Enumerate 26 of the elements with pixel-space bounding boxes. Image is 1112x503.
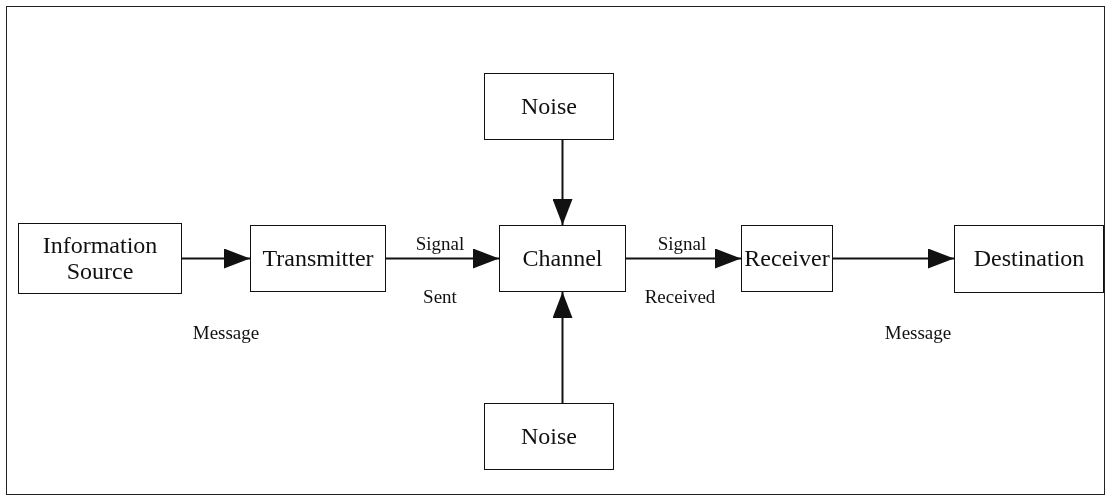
signal-label: Sent xyxy=(423,286,457,308)
arrow xyxy=(832,248,955,269)
signal-label: Message xyxy=(192,322,260,344)
node-label: Information Source xyxy=(41,233,159,284)
node-label: Transmitter xyxy=(262,245,374,272)
signal-label: Signal xyxy=(657,233,707,255)
arrow xyxy=(181,248,251,269)
arrow xyxy=(385,248,500,269)
process-box xyxy=(484,73,614,140)
arrow xyxy=(552,291,573,404)
process-box xyxy=(499,225,626,292)
process-box xyxy=(741,225,833,292)
process-box xyxy=(250,225,386,292)
process-box xyxy=(18,223,182,294)
node-label: Receiver xyxy=(744,245,830,272)
node-label: Channel xyxy=(522,245,603,272)
process-box xyxy=(954,225,1104,293)
signal-label: Signal xyxy=(415,233,465,255)
arrow xyxy=(552,139,573,226)
node-label: Noise xyxy=(521,93,577,120)
arrow xyxy=(625,248,742,269)
signal-label: Message xyxy=(884,322,952,344)
node-label: Noise xyxy=(521,423,577,450)
signal-label: Received xyxy=(644,286,716,308)
process-box xyxy=(484,403,614,470)
node-label: Destination xyxy=(973,246,1085,272)
